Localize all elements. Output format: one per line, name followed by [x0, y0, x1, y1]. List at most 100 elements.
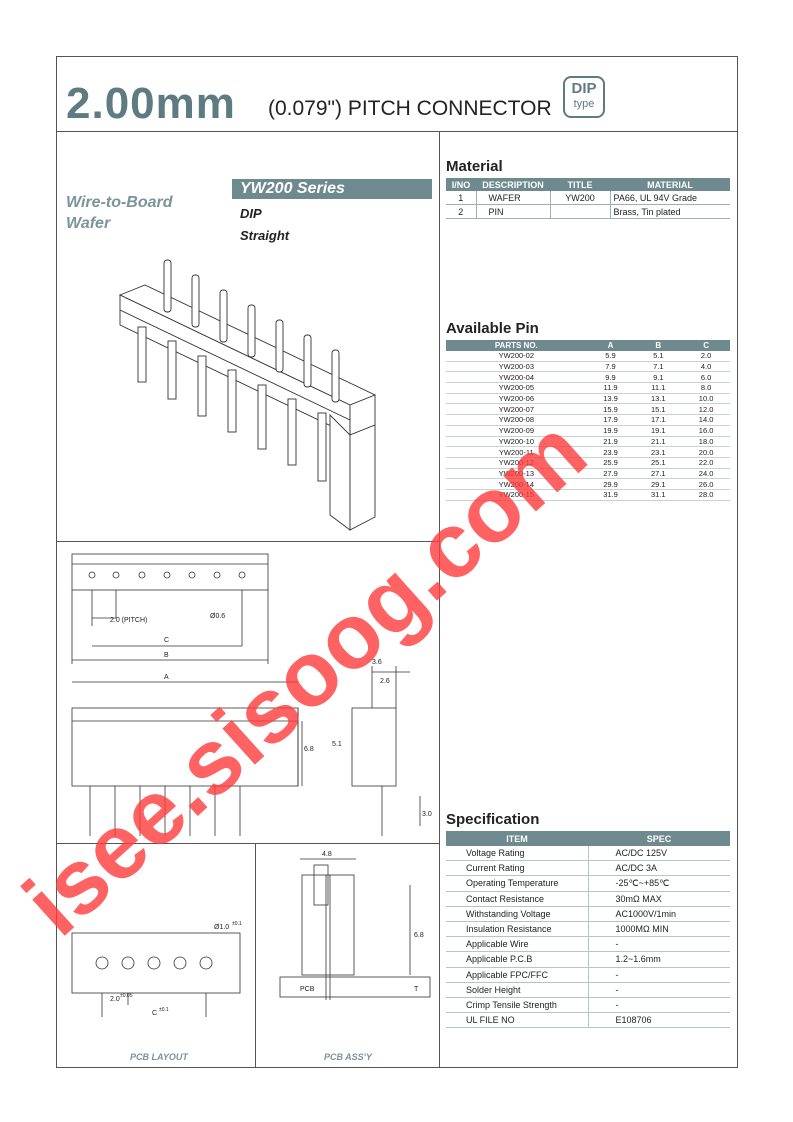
table-row: Solder Height-: [446, 982, 730, 998]
table-cell: -: [588, 997, 730, 1014]
table-cell: 19.1: [634, 425, 683, 437]
pcb-assembly-drawing: 4.8 6.8 T PCB: [279, 851, 431, 1000]
dim-3-0-label: 3.0: [422, 811, 432, 818]
pcb-hole-label: Ø1.0: [214, 924, 229, 931]
table-cell: Voltage Rating: [446, 846, 589, 862]
divider-left-bottom: [255, 843, 256, 1068]
table-cell: 27.9: [586, 468, 635, 480]
table-cell: 10.0: [682, 393, 730, 405]
material-title: Material: [446, 158, 503, 175]
badge-line2: type: [573, 98, 595, 110]
table-cell: 27.1: [634, 468, 683, 480]
material-col-title: TITLE: [550, 178, 610, 191]
table-cell: 17.9: [586, 414, 635, 426]
table-cell: 16.0: [682, 425, 730, 437]
table-cell: YW200-04: [446, 371, 587, 384]
dim-4-8-label: 4.8: [322, 851, 332, 858]
table-cell: Current Rating: [446, 860, 589, 877]
spec-col-spec: SPEC: [588, 831, 730, 846]
table-cell: YW200-10: [446, 436, 587, 448]
table-row: 2 PIN Brass, Tin plated: [446, 204, 730, 219]
pitch-label: 2.0 (PITCH): [110, 617, 147, 624]
table-cell: AC/DC 125V: [588, 846, 730, 862]
table-cell: 28.0: [682, 489, 730, 501]
table-cell: 8.0: [682, 382, 730, 394]
table-cell: 7.9: [586, 361, 635, 373]
table-cell: 9.1: [634, 371, 683, 384]
table-cell: 31.1: [634, 489, 683, 501]
table-cell: 11.9: [586, 382, 635, 394]
dim-6-8-label: 6.8: [304, 746, 314, 753]
table-cell: 13.9: [586, 393, 635, 405]
table-cell: 4.0: [682, 361, 730, 373]
table-cell: AC1000V/1min: [588, 906, 730, 922]
table-cell: Contact Resistance: [446, 891, 589, 907]
table-cell: 24.0: [682, 468, 730, 480]
table-cell: 26.0: [682, 478, 730, 490]
table-row: Operating Temperature-25℃~+85℃: [446, 875, 730, 892]
table-cell: 25.1: [634, 457, 683, 469]
table-cell: -: [588, 967, 730, 983]
divider-left-2: [56, 843, 439, 844]
table-cell: 2.0: [682, 351, 730, 362]
table-cell: 17.1: [634, 414, 683, 426]
pcb-pitch-label: 2.0: [110, 996, 120, 1003]
table-cell: 23.1: [634, 446, 683, 458]
table-cell: YW200-12: [446, 457, 587, 469]
table-cell: 23.9: [586, 446, 635, 458]
table-cell: UL FILE NO: [446, 1012, 589, 1029]
pin-col-c: C: [682, 340, 730, 351]
table-cell: Applicable P.C.B: [446, 951, 589, 968]
table-cell: 29.1: [634, 478, 683, 490]
dim-a-label: A: [164, 674, 169, 681]
material-table: I/NO DESCRIPTION TITLE MATERIAL 1 WAFER …: [446, 178, 730, 219]
category-line1: Wire-to-Board: [66, 194, 173, 211]
table-row: Applicable Wire-: [446, 936, 730, 953]
pin-col-a: A: [586, 340, 635, 351]
table-cell: 25.9: [586, 457, 635, 469]
table-cell: 5.9: [586, 351, 635, 362]
table-cell: YW200-14: [446, 478, 587, 490]
pcb-c-tol: ±0.1: [159, 1007, 169, 1013]
table-cell: 22.0: [682, 457, 730, 469]
category-line2: Wafer: [66, 215, 111, 232]
table-cell: 9.9: [586, 371, 635, 384]
table-cell: 30mΩ MAX: [588, 891, 730, 907]
spec-col-item: ITEM: [446, 831, 588, 846]
pcb-label: PCB: [300, 986, 315, 993]
table-cell: PIN: [476, 204, 551, 219]
table-cell: YW200-13: [446, 468, 587, 480]
table-row: 1 WAFER YW200 PA66, UL 94V Grade: [446, 191, 730, 205]
table-cell: YW200-05: [446, 382, 587, 394]
table-cell: 29.9: [586, 478, 635, 490]
table-cell: -25℃~+85℃: [588, 875, 730, 892]
dim-t-label: T: [414, 986, 419, 993]
page-title: 2.00mm: [66, 79, 236, 128]
table-cell: YW200-07: [446, 403, 587, 416]
pcb-hole-tol: ±0.1: [232, 921, 242, 927]
table-cell: 15.1: [634, 403, 683, 416]
table-cell: YW200-15: [446, 489, 587, 501]
dim-6-8b-label: 6.8: [414, 932, 424, 939]
table-cell: 31.9: [586, 489, 635, 501]
divider-left-1: [56, 541, 439, 542]
dim-b-label: B: [164, 652, 169, 659]
divider-header: [56, 131, 738, 132]
table-cell: Withstanding Voltage: [446, 906, 589, 922]
table-cell: Applicable FPC/FFC: [446, 967, 589, 983]
table-row: Applicable FPC/FFC-: [446, 967, 730, 983]
dim-2-6-label: 2.6: [380, 678, 390, 685]
